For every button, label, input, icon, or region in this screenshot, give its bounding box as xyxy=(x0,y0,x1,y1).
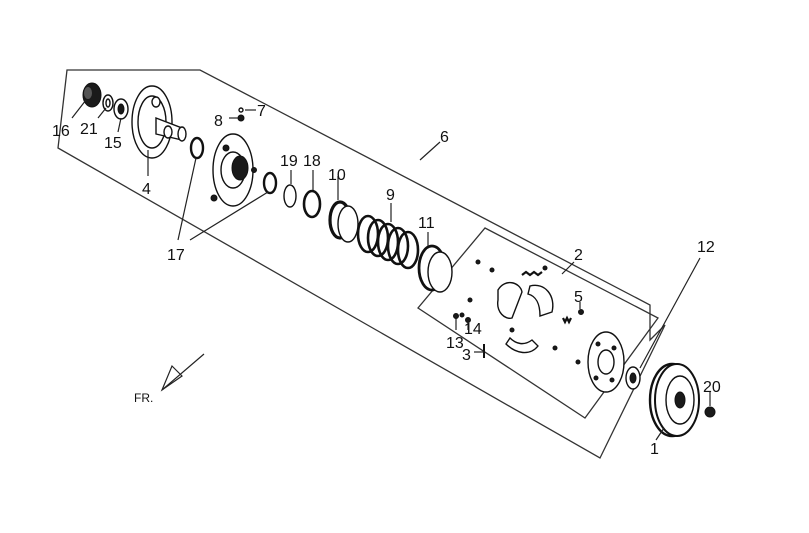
nut-20-icon xyxy=(704,406,716,418)
clutch-shoe-set-icon xyxy=(453,259,584,365)
clutch-frame-inner xyxy=(417,227,659,419)
leader-6 xyxy=(419,141,441,161)
callout-2: 2 xyxy=(574,247,583,264)
washer-21-icon xyxy=(102,94,114,112)
callout-10: 10 xyxy=(328,167,346,184)
front-direction-arrow-icon xyxy=(160,353,205,392)
drive-plate-icon xyxy=(587,331,625,393)
callout-17: 17 xyxy=(167,247,185,264)
callout-18: 18 xyxy=(303,153,321,170)
sheave-4-icon xyxy=(131,85,187,159)
callout-12: 12 xyxy=(697,239,715,256)
cam-plate-icon xyxy=(210,133,257,207)
o-ring-17a-icon xyxy=(189,136,205,160)
callout-21: 21 xyxy=(80,121,98,138)
callout-11: 11 xyxy=(418,215,435,232)
leader-1 xyxy=(655,427,665,441)
callout-19: 19 xyxy=(280,153,298,170)
nut-16-icon xyxy=(82,82,102,108)
leader-21 xyxy=(97,107,107,119)
callout-14: 14 xyxy=(464,321,482,338)
seal-10-icon xyxy=(328,200,359,243)
leader-17b xyxy=(189,191,269,241)
callout-1: 1 xyxy=(650,441,659,458)
callout-7: 7 xyxy=(257,103,266,120)
leader-16 xyxy=(71,99,87,119)
callout-15: 15 xyxy=(104,135,122,152)
washer-12-icon xyxy=(625,366,641,390)
leader-12 xyxy=(639,257,701,369)
callout-20: 20 xyxy=(703,379,721,396)
leader-2 xyxy=(561,261,575,275)
spring-9-icon xyxy=(356,214,420,270)
callout-8: 8 xyxy=(214,113,223,130)
callout-9: 9 xyxy=(386,187,395,204)
o-ring-17b-icon xyxy=(262,171,278,195)
callout-5: 5 xyxy=(574,289,583,306)
leader-15 xyxy=(117,117,122,133)
callout-3: 3 xyxy=(462,347,471,364)
clutch-housing-1-icon xyxy=(648,362,700,438)
washer-7-icon xyxy=(238,107,244,113)
callout-6: 6 xyxy=(440,129,449,146)
callout-4: 4 xyxy=(142,181,151,198)
direction-label: FR. xyxy=(134,391,153,405)
bolt-8-icon xyxy=(237,114,245,122)
ring-18-icon xyxy=(302,189,322,219)
leader-17a xyxy=(177,157,197,241)
collar-11-icon xyxy=(417,244,453,293)
callout-16: 16 xyxy=(52,123,70,140)
callout-13: 13 xyxy=(446,335,464,352)
assembly-frame-outer xyxy=(57,69,666,459)
bearing-15-icon xyxy=(113,98,129,120)
ring-19-icon xyxy=(283,184,297,208)
